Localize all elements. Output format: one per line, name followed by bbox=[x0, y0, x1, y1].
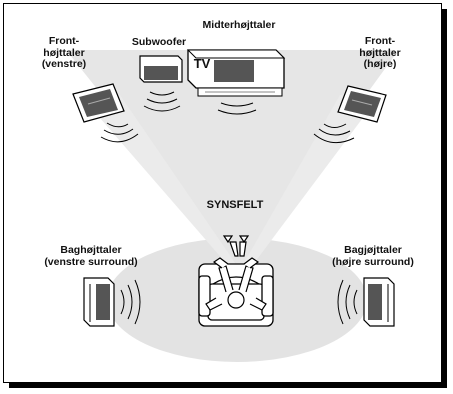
center-waves bbox=[217, 102, 257, 115]
rear-right-speaker bbox=[363, 277, 395, 327]
front-left-waves bbox=[100, 122, 139, 143]
subwoofer-speaker bbox=[139, 55, 183, 83]
front-right-waves bbox=[313, 123, 355, 144]
rear-left-label: Baghøjttaler (venstre surround) bbox=[44, 244, 138, 268]
rear-left-waves bbox=[120, 279, 141, 325]
center-speaker bbox=[214, 60, 254, 82]
rear-right-label: Bagjøjttaler (højre surround) bbox=[332, 244, 414, 268]
field-of-view-label: SYNSFELT bbox=[206, 199, 264, 211]
rear-left-speaker bbox=[83, 277, 115, 327]
tv-label: TV bbox=[193, 56, 211, 71]
tv-center-unit bbox=[186, 49, 286, 97]
front-left-label: Front- højttaler (venstre) bbox=[41, 35, 87, 70]
front-left-speaker bbox=[72, 83, 125, 123]
cone-edge-right bbox=[240, 95, 380, 270]
subwoofer-waves bbox=[143, 91, 181, 112]
listener-figure bbox=[205, 235, 267, 311]
cone-edge-left bbox=[80, 95, 240, 270]
front-right-speaker bbox=[337, 85, 387, 123]
rear-right-waves bbox=[337, 279, 358, 325]
front-right-label: Front- højttaler (højre) bbox=[359, 35, 401, 70]
field-of-view-cone bbox=[70, 50, 395, 268]
subwoofer-label: Subwoofer bbox=[131, 36, 187, 48]
center-speaker-label: Midterhøjttaler bbox=[202, 19, 276, 31]
